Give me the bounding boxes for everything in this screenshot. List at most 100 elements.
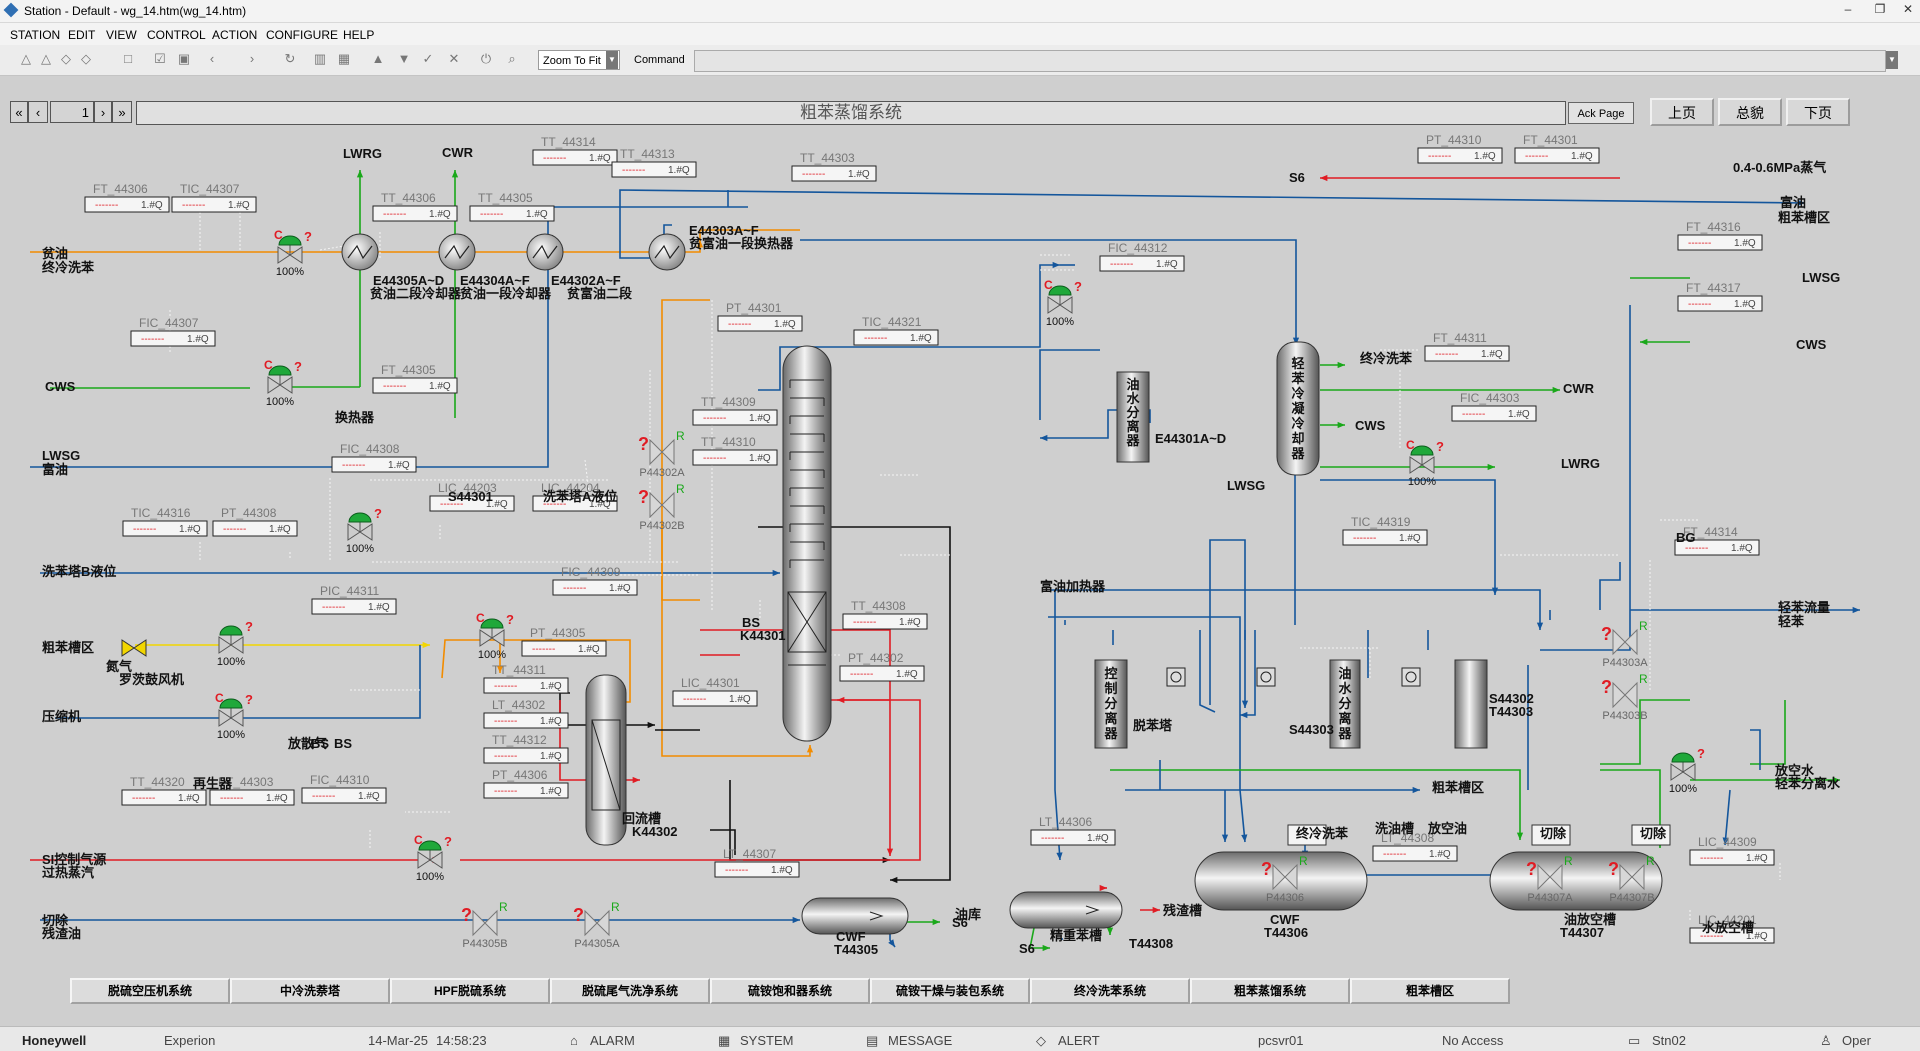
instrument-tag[interactable]: TIC_44321-------1.#Q [853, 315, 939, 346]
chevron-down-icon[interactable]: ▼ [606, 51, 618, 69]
menu-view[interactable]: VIEW [106, 28, 137, 42]
trend-icon[interactable]: ▥ [313, 51, 327, 66]
instrument-tag[interactable]: TT_44303-------1.#Q [791, 151, 877, 182]
alert-summary-button[interactable]: ALERT [1058, 1033, 1100, 1048]
control-valve[interactable]: ?100% [217, 619, 253, 668]
separator-s44303[interactable] [1094, 659, 1128, 749]
back-icon[interactable]: ‹ [209, 51, 215, 66]
column-k44301[interactable] [782, 345, 832, 742]
instrument-tag[interactable]: LT_44308-------1.#Q [1372, 831, 1458, 862]
down-icon[interactable]: ▼ [397, 51, 411, 66]
instrument-tag[interactable]: PT_44303-------1.#Q [209, 775, 295, 806]
instrument-tag[interactable]: TT_44306-------1.#Q [372, 191, 458, 222]
instrument-tag[interactable]: LIC_44309-------1.#Q [1689, 835, 1775, 866]
instrument-tag[interactable]: TT_44305-------1.#Q [469, 191, 555, 222]
residue-tank-t44305[interactable] [801, 897, 909, 935]
system-button-tailgas-wash[interactable]: 脱硫尾气洗净系统 [550, 978, 710, 1004]
instrument-tag[interactable]: FIC_44310-------1.#Q [301, 773, 387, 804]
forward-icon[interactable]: › [249, 51, 255, 66]
instrument-tag[interactable]: PT_44301-------1.#Q [717, 301, 803, 332]
instrument-tag[interactable]: TT_44311-------1.#Q [483, 663, 569, 694]
reflux-tank-t44303[interactable] [1454, 659, 1488, 749]
chevron-down-icon[interactable]: ▼ [1886, 51, 1898, 69]
system-button-desulf-compressor[interactable]: 脱硫空压机系统 [70, 978, 230, 1004]
restore-button[interactable]: ❐ [1874, 2, 1886, 16]
system-button-naphthalene-wash[interactable]: 中冷洗萘塔 [230, 978, 390, 1004]
instrument-tag[interactable]: LIC_44301-------1.#Q [672, 676, 758, 707]
instrument-tag[interactable]: FT_44306-------1.#Q [84, 182, 170, 213]
find-icon[interactable]: ⌕ [508, 51, 516, 66]
zoom-select[interactable]: Zoom To Fit [538, 50, 620, 70]
refresh-icon[interactable]: ↻ [284, 51, 296, 66]
instrument-tag[interactable]: TT_44320-------1.#Q [121, 775, 207, 806]
cutoff-button[interactable] [1531, 824, 1571, 846]
next-display-button[interactable]: 下页 [1786, 98, 1850, 126]
instrument-tag[interactable]: FT_44314-------1.#Q [1674, 525, 1760, 556]
warning-icon[interactable]: △ [41, 51, 51, 66]
menu-help[interactable]: HELP [343, 28, 375, 42]
tag-icon[interactable]: ◇ [61, 51, 71, 66]
menu-action[interactable]: ACTION [212, 28, 258, 42]
menu-configure[interactable]: CONFIGURE [266, 28, 338, 42]
box-icon[interactable]: ▣ [177, 51, 191, 66]
warning-icon[interactable]: △ [21, 51, 31, 66]
instrument-tag[interactable]: FIC_44312-------1.#Q [1099, 241, 1185, 272]
heavy-benzene-tank-t44308[interactable] [1009, 891, 1123, 929]
instrument-tag[interactable]: TT_44314-------1.#Q [532, 135, 618, 166]
system-button-saturator[interactable]: 硫铵饱和器系统 [710, 978, 870, 1004]
last-page-button[interactable]: » [112, 101, 132, 123]
instrument-tag[interactable]: TIC_44307-------1.#Q [171, 182, 257, 213]
cutoff-button[interactable] [1287, 824, 1327, 846]
condenser-e44301[interactable] [1276, 341, 1320, 476]
instrument-tag[interactable]: FIC_44308-------1.#Q [331, 442, 417, 473]
box-icon[interactable]: □ [124, 51, 132, 66]
page-number-input[interactable]: 1 [50, 101, 94, 123]
instrument-tag[interactable]: LT_44302-------1.#Q [483, 698, 569, 729]
menu-edit[interactable]: EDIT [68, 28, 96, 42]
instrument-tag[interactable]: PT_44302-------1.#Q [839, 651, 925, 682]
check-box-icon[interactable]: ☑ [154, 51, 166, 66]
tag-icon[interactable]: ◇ [81, 51, 91, 66]
instrument-tag[interactable]: LIC_44204-------1.#Q [532, 481, 618, 512]
system-button-hpf-desulf[interactable]: HPF脱硫系统 [390, 978, 550, 1004]
ack-icon[interactable]: ✓ [422, 51, 434, 66]
instrument-tag[interactable]: FT_44311-------1.#Q [1424, 331, 1510, 362]
system-button-final-cooling[interactable]: 终冷洗苯系统 [1030, 978, 1190, 1004]
instrument-tag[interactable]: TT_44312-------1.#Q [483, 733, 569, 764]
cutoff-button[interactable] [1631, 824, 1671, 846]
instrument-tag[interactable]: TT_44309-------1.#Q [692, 395, 778, 426]
control-valve[interactable]: C?100% [264, 358, 302, 408]
instrument-tag[interactable]: FT_44305-------1.#Q [372, 363, 458, 394]
menu-station[interactable]: STATION [10, 28, 61, 42]
instrument-tag[interactable]: TIC_44319-------1.#Q [1342, 515, 1428, 546]
grid-icon[interactable]: ▦ [337, 51, 351, 66]
instrument-tag[interactable]: TT_44310-------1.#Q [692, 435, 778, 466]
prev-page-button[interactable]: ‹ [28, 101, 48, 123]
instrument-tag[interactable]: FIC_44303-------1.#Q [1451, 391, 1537, 422]
instrument-tag[interactable]: LIC_44201-------1.#Q [1689, 913, 1775, 944]
command-input[interactable] [694, 50, 1886, 72]
control-valve[interactable]: ?100% [1669, 746, 1705, 795]
instrument-tag[interactable]: LT_44307-------1.#Q [714, 847, 800, 878]
system-button-drying-packing[interactable]: 硫铵干燥与装包系统 [870, 978, 1030, 1004]
separator-s44302[interactable] [1329, 659, 1361, 749]
control-valve[interactable]: C?100% [1406, 438, 1444, 488]
power-icon[interactable]: ⏻ [480, 51, 492, 66]
instrument-tag[interactable]: FT_44301-------1.#Q [1514, 133, 1600, 164]
instrument-tag[interactable]: PT_44310-------1.#Q [1417, 133, 1503, 164]
first-page-button[interactable]: « [10, 101, 28, 123]
control-valve[interactable]: C?100% [414, 833, 452, 883]
overview-button[interactable]: 总貌 [1718, 98, 1782, 126]
system-button-crude-benzene-tank[interactable]: 粗苯槽区 [1350, 978, 1510, 1004]
instrument-tag[interactable]: FIC_44307-------1.#Q [130, 316, 216, 347]
control-valve[interactable]: C?100% [274, 228, 312, 278]
water-drain-tank-t44307[interactable] [1489, 851, 1663, 911]
next-page-button[interactable]: › [94, 101, 112, 123]
menu-control[interactable]: CONTROL [147, 28, 206, 42]
